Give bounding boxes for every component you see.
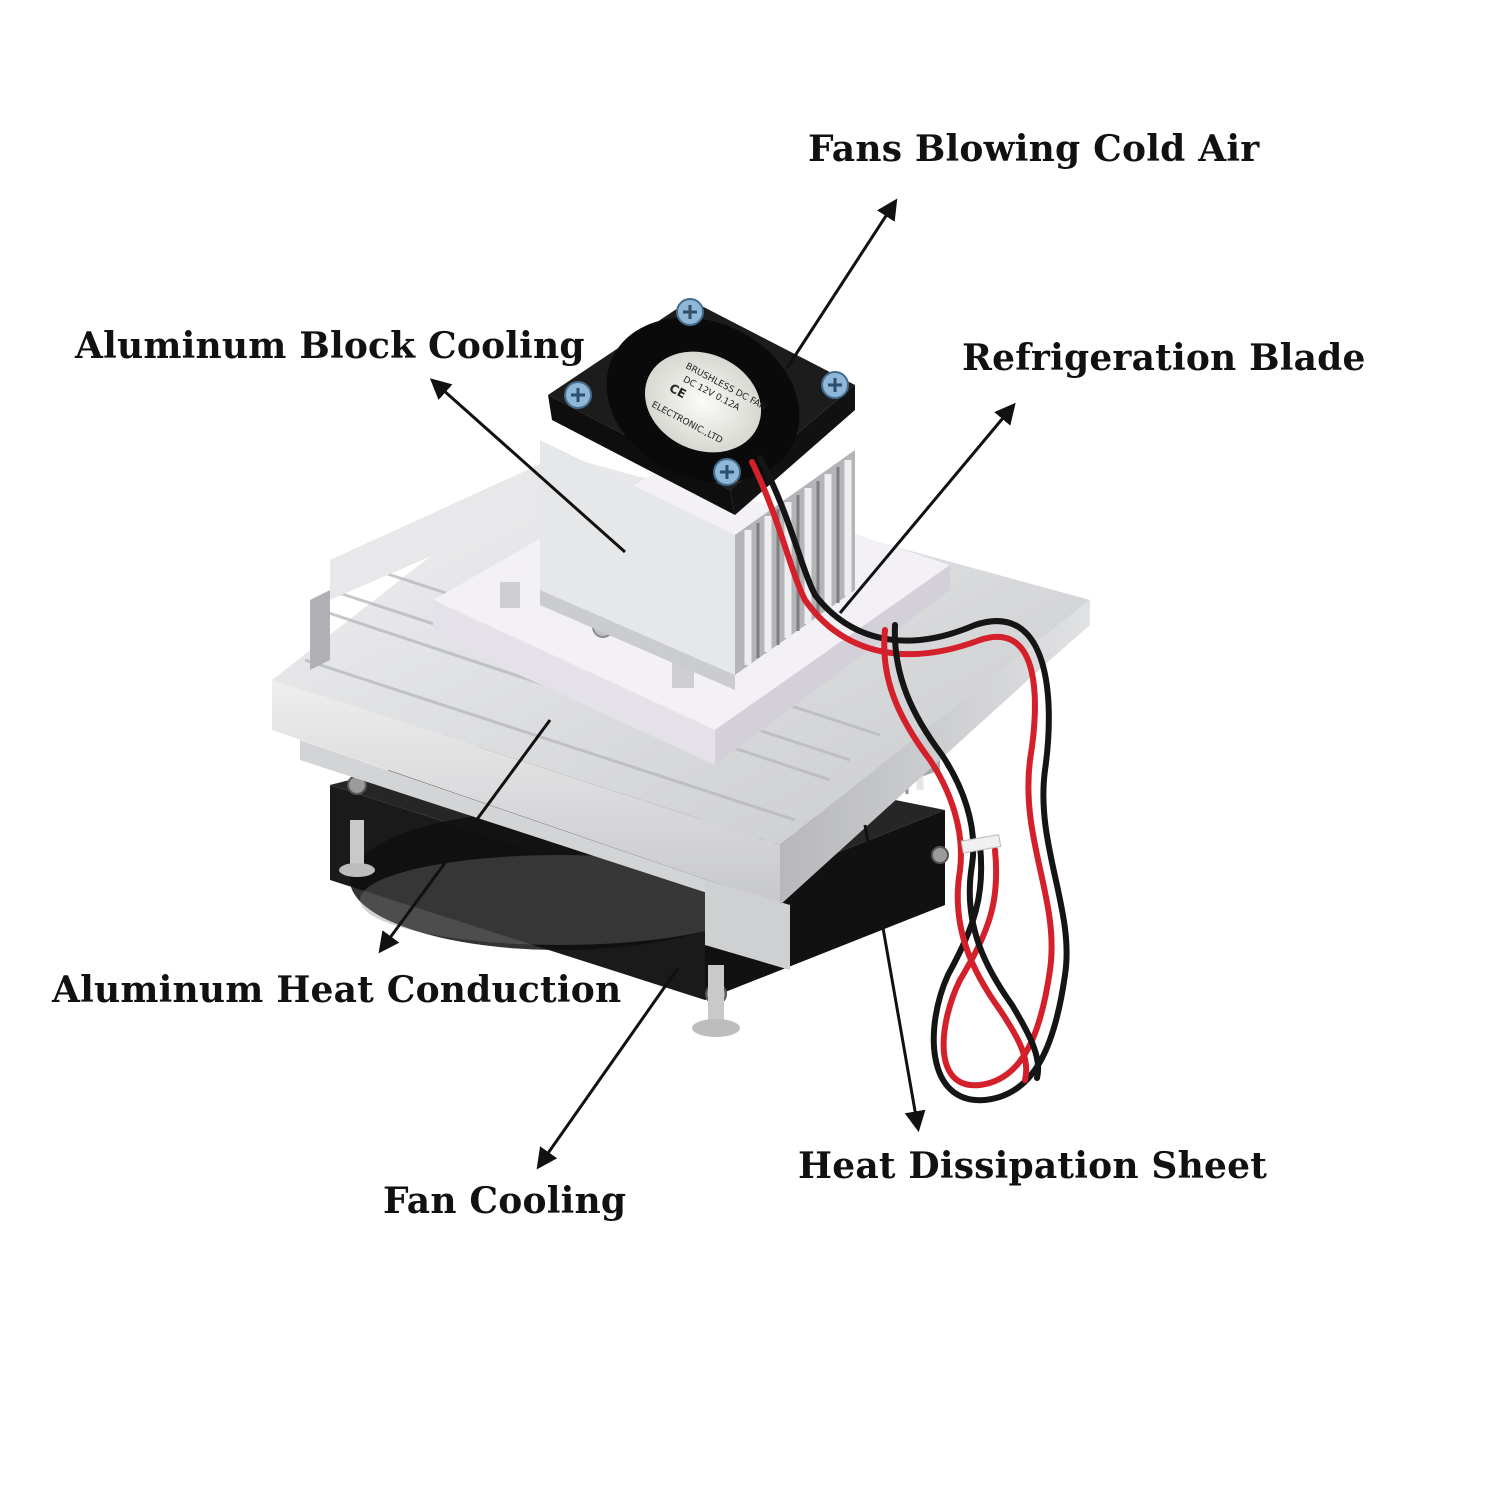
- label-refrigeration-blade: Refrigeration Blade: [962, 337, 1366, 379]
- label-fan-cooling: Fan Cooling: [383, 1180, 627, 1222]
- label-aluminum-heat-conduction: Aluminum Heat Conduction: [52, 969, 622, 1011]
- aluminum-block-cooling: [540, 440, 855, 690]
- label-heat-dissipation-sheet: Heat Dissipation Sheet: [798, 1145, 1268, 1187]
- arrow-aluminum-heat-conduction: [378, 719, 552, 954]
- label-aluminum-block-cooling: Aluminum Block Cooling: [75, 325, 585, 367]
- screw-icon: [564, 298, 849, 486]
- annotation-arrows: [378, 198, 1016, 1170]
- power-wires: [749, 455, 1070, 1104]
- arrow-fans-blowing-cold-air: [785, 198, 898, 369]
- arrow-aluminum-block-cooling: [429, 378, 626, 554]
- arrow-refrigeration-blade: [838, 402, 1016, 614]
- arrow-fan-cooling: [536, 967, 680, 1170]
- label-fans-blowing-cold-air: Fans Blowing Cold Air: [808, 128, 1260, 170]
- small-brushless-fan: BRUSHLESS DC FAN DC 12V 0.12A CE ELECTRO…: [548, 298, 855, 515]
- arrow-heat-dissipation-sheet: [863, 824, 926, 1133]
